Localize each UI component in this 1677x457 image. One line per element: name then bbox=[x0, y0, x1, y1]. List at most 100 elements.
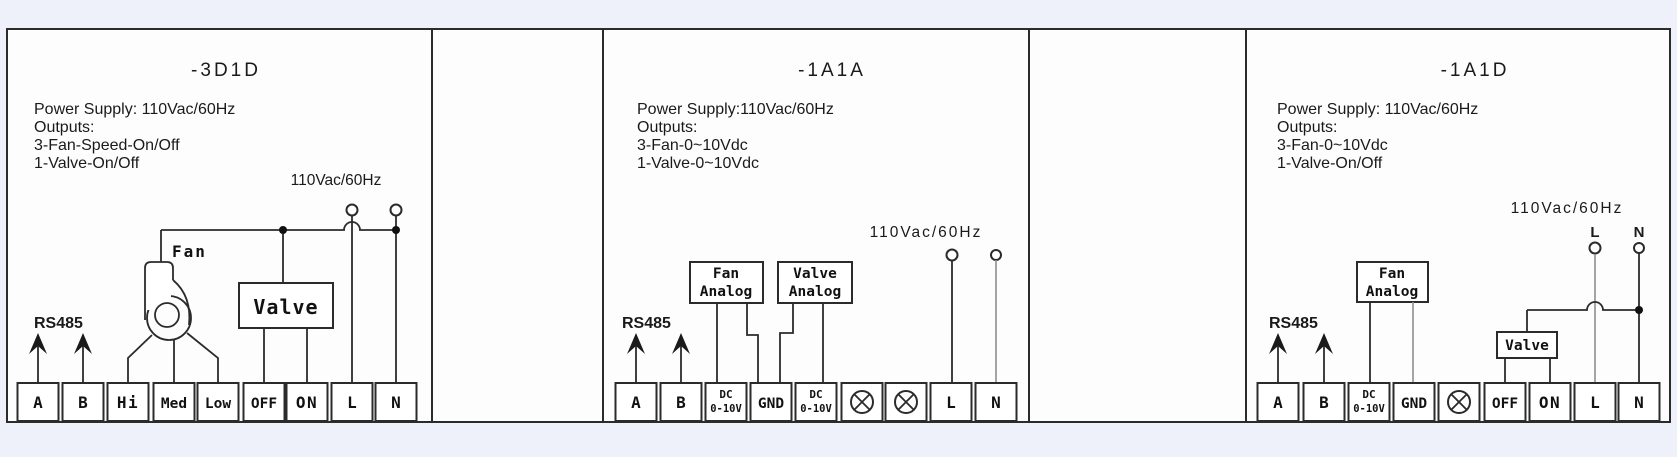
terminal-label: Med bbox=[161, 396, 187, 412]
neutral-label: N bbox=[1634, 224, 1645, 241]
spec-line: Power Supply: 110Vac/60Hz bbox=[34, 101, 235, 118]
terminal-label: GND bbox=[758, 396, 784, 412]
valve-box bbox=[238, 282, 334, 329]
terminal-box bbox=[1302, 382, 1346, 422]
spec-line: 3-Fan-0~10Vdc bbox=[1277, 137, 1388, 154]
fan-analog-label: Analog bbox=[700, 284, 752, 300]
wire-valve-feed bbox=[1527, 301, 1639, 311]
fan-analog-label: Analog bbox=[1366, 284, 1418, 300]
terminal-box bbox=[242, 382, 286, 422]
panel-3D1D: -3D1D Power Supply: 110Vac/60Hz Outputs:… bbox=[16, 60, 418, 422]
terminal-box bbox=[330, 382, 374, 422]
terminal-box bbox=[285, 382, 329, 422]
wire-fan-low bbox=[186, 332, 219, 383]
terminal-box bbox=[1392, 382, 1436, 422]
terminal-sublabel: 0-10V bbox=[710, 403, 742, 415]
power-supply-label: 110Vac/60Hz bbox=[870, 224, 983, 241]
fan-analog-label: Fan bbox=[713, 266, 739, 282]
terminal-box bbox=[374, 382, 418, 422]
panel-title: -1A1D bbox=[1441, 60, 1510, 81]
crossed-circle-icon bbox=[850, 390, 874, 414]
panel-divider bbox=[1028, 28, 1030, 423]
spec-text: Power Supply: 110Vac/60Hz Outputs: 3-Fan… bbox=[34, 101, 235, 172]
terminal-sublabel: 0-10V bbox=[1353, 403, 1385, 415]
panel-title: -1A1A bbox=[798, 60, 866, 81]
terminal-label: DC bbox=[719, 388, 732, 401]
panel-divider bbox=[431, 28, 433, 423]
terminal-label: A bbox=[1273, 393, 1283, 412]
junction-dot bbox=[279, 226, 287, 234]
terminal-label: Hi bbox=[117, 393, 139, 412]
spec-line: Power Supply:110Vac/60Hz bbox=[637, 101, 834, 118]
power-supply-label: 110Vac/60Hz bbox=[1511, 200, 1624, 217]
terminal-box bbox=[1483, 382, 1527, 422]
terminal-box bbox=[1528, 382, 1572, 422]
terminal-label: N bbox=[1634, 393, 1644, 412]
wire-bus bbox=[161, 221, 396, 231]
rs485-label: RS485 bbox=[34, 315, 83, 332]
valve-label: Valve bbox=[1505, 338, 1549, 354]
terminal-box bbox=[614, 382, 658, 422]
valve-analog-label: Valve bbox=[793, 266, 837, 282]
rs485-label: RS485 bbox=[1269, 315, 1318, 332]
rs485-arrows bbox=[627, 333, 690, 383]
line-label: L bbox=[1590, 224, 1599, 241]
rs485-arrows bbox=[1269, 333, 1333, 383]
junction-dot bbox=[392, 226, 400, 234]
terminal-label: L bbox=[347, 393, 357, 412]
spec-text: Power Supply: 110Vac/60Hz Outputs: 3-Fan… bbox=[1277, 101, 1478, 172]
terminal-label: B bbox=[1319, 393, 1329, 412]
terminal-box bbox=[196, 382, 240, 422]
terminal-label: OFF bbox=[251, 396, 277, 412]
spec-line: 3-Fan-Speed-On/Off bbox=[34, 137, 180, 154]
spec-line: Outputs: bbox=[1277, 119, 1337, 136]
terminal-label: N bbox=[391, 393, 401, 412]
spec-text: Power Supply:110Vac/60Hz Outputs: 3-Fan-… bbox=[637, 101, 834, 172]
fan-analog-label: Fan bbox=[1379, 266, 1405, 282]
terminal-label: B bbox=[78, 393, 88, 412]
rs485-arrows bbox=[29, 333, 92, 383]
fan-icon bbox=[144, 261, 192, 341]
spec-line: 1-Valve-On/Off bbox=[1277, 155, 1383, 172]
spec-line: 1-Valve-0~10Vdc bbox=[637, 155, 759, 172]
ac-terminal-icon bbox=[389, 203, 403, 217]
terminal-box bbox=[974, 382, 1018, 422]
panel-1A1D: -1A1D Power Supply: 110Vac/60Hz Outputs:… bbox=[1256, 60, 1661, 422]
terminal-label: B bbox=[676, 393, 686, 412]
terminal-box bbox=[1617, 382, 1661, 422]
terminal-label: L bbox=[1590, 393, 1600, 412]
crossed-circle-icon bbox=[1447, 390, 1471, 414]
junction-dot bbox=[1635, 306, 1643, 314]
wire-fan-hi bbox=[127, 334, 153, 383]
ac-terminal-icon bbox=[1588, 241, 1602, 255]
terminal-box bbox=[929, 382, 973, 422]
rs485-label: RS485 bbox=[622, 315, 671, 332]
valve-label: Valve bbox=[253, 295, 318, 319]
terminal-label: DC bbox=[1362, 388, 1375, 401]
terminal-box bbox=[61, 382, 105, 422]
terminal-box bbox=[16, 382, 60, 422]
terminal-box bbox=[749, 382, 793, 422]
ac-terminal-icon bbox=[990, 249, 1002, 261]
spec-line: Power Supply: 110Vac/60Hz bbox=[1277, 101, 1478, 118]
terminal-label: A bbox=[33, 393, 43, 412]
terminal-sublabel: 0-10V bbox=[800, 403, 832, 415]
terminal-box bbox=[1256, 382, 1300, 422]
fan-analog-box bbox=[689, 261, 764, 304]
spec-line: 3-Fan-0~10Vdc bbox=[637, 137, 748, 154]
spec-line: 1-Valve-On/Off bbox=[34, 155, 140, 172]
panel-1A1A: -1A1A Power Supply:110Vac/60Hz Outputs: … bbox=[614, 60, 1018, 422]
diagram-outer-frame bbox=[6, 28, 1671, 423]
terminal-label: L bbox=[946, 393, 956, 412]
wire-fan-gnd bbox=[746, 303, 759, 383]
terminal-box bbox=[106, 382, 150, 422]
spec-line: Outputs: bbox=[637, 119, 697, 136]
terminal-label: Low bbox=[205, 396, 231, 412]
power-supply-label: 110Vac/60Hz bbox=[291, 172, 382, 189]
terminal-box bbox=[1573, 382, 1617, 422]
fan-label: Fan bbox=[172, 242, 207, 261]
